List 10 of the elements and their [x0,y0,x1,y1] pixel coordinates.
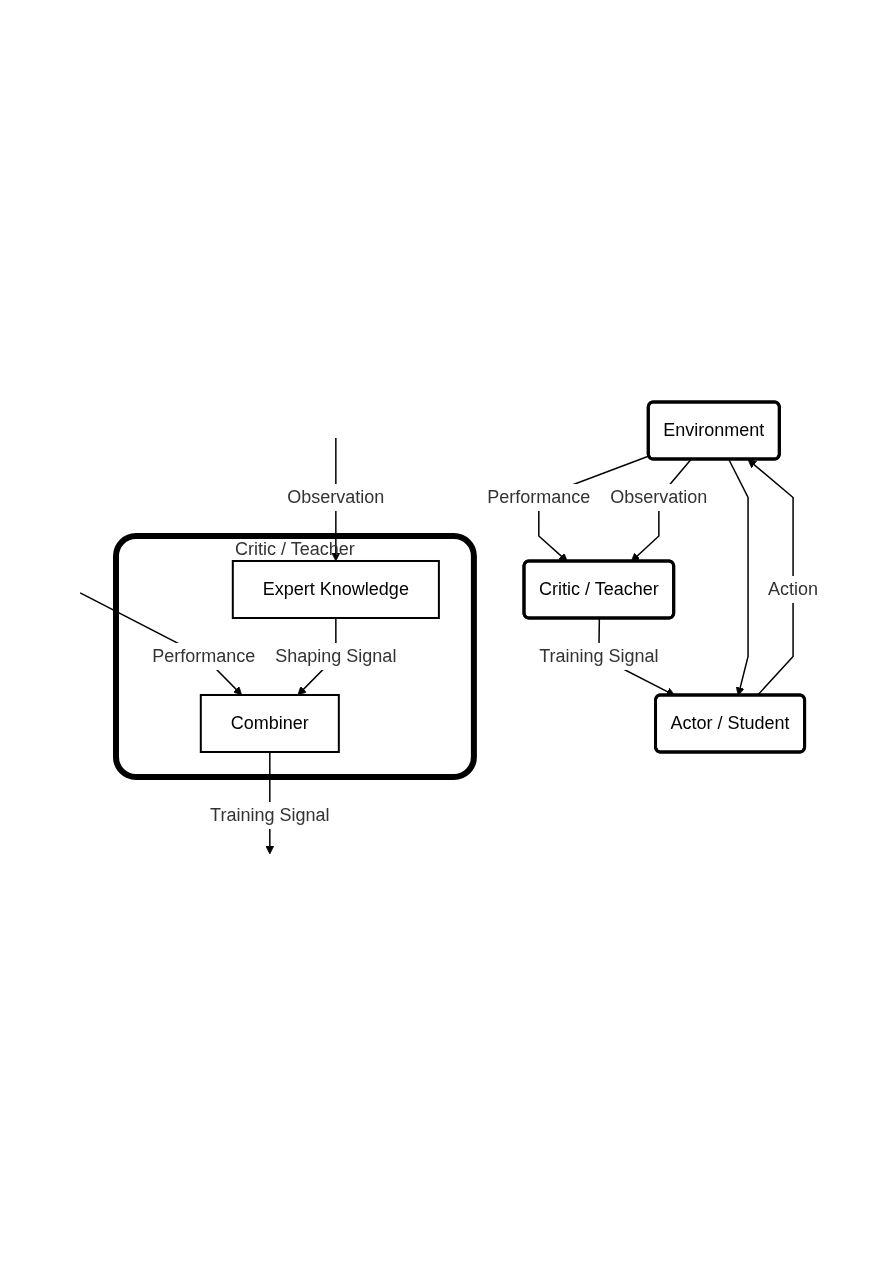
node-box: Expert Knowledge [232,560,441,619]
edge-label: Observation [287,487,385,507]
edge-label: Shaping Signal [275,645,397,666]
edge-label: Training Signal [539,645,659,666]
node-box: Combiner [200,694,341,753]
edge-label: Observation [610,487,708,507]
edge-label: Action [768,578,819,599]
edge-label: Performance [152,645,256,666]
edge-label: Performance [487,487,591,507]
edge-label: Training Signal [210,804,330,825]
